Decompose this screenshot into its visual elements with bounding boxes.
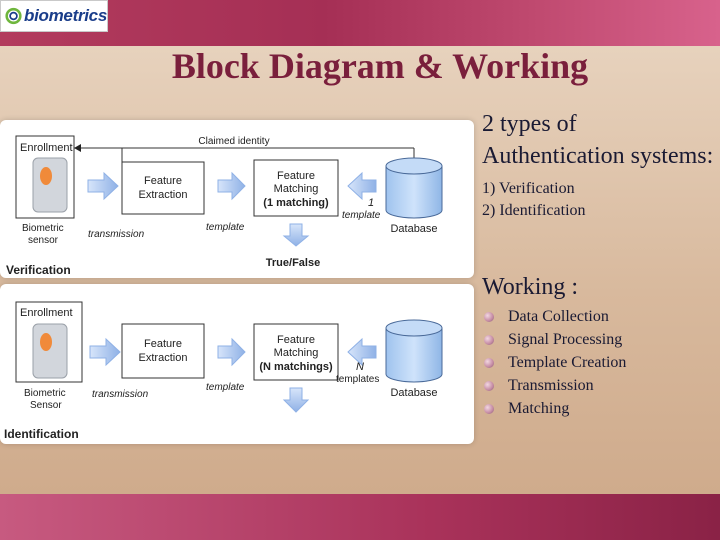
working-step: Transmission xyxy=(484,374,714,397)
slide-title: Block Diagram & Working xyxy=(171,46,589,86)
working-step-label: Data Collection xyxy=(508,307,609,325)
db-template-label: template xyxy=(342,210,381,221)
sensor-label-1: Biometric xyxy=(22,223,64,234)
feature-matching-label-1: Feature xyxy=(277,170,315,182)
logo-text: biometrics xyxy=(24,6,107,25)
database-top xyxy=(385,319,443,337)
feature-matching-box xyxy=(253,323,339,381)
working-step-label: Signal Processing xyxy=(508,330,623,348)
feature-extraction-box xyxy=(121,323,205,379)
arrow-to-extraction xyxy=(87,171,119,201)
swirl-icon xyxy=(5,7,22,25)
working-step-label: Template Creation xyxy=(508,353,627,371)
arrow-to-result xyxy=(282,223,310,247)
finger-icon xyxy=(40,167,52,185)
database-cylinder-icon xyxy=(385,328,443,383)
arrow-to-result xyxy=(282,387,310,413)
enrollment-label: Enrollment xyxy=(20,142,73,154)
template-label: template xyxy=(206,382,245,393)
feature-extraction-label-1: Feature xyxy=(144,338,182,350)
database-label: Database xyxy=(390,223,437,235)
sensor-label-2: Sensor xyxy=(30,400,62,411)
transmission-label: transmission xyxy=(88,229,145,240)
authentication-type-item: 2) Identification xyxy=(482,202,586,219)
db-template-label: templates xyxy=(336,374,379,385)
authentication-heading: 2 types of Authentication systems: xyxy=(482,111,714,169)
claimed-identity-label: Claimed identity xyxy=(198,136,269,147)
feature-matching-label-1: Feature xyxy=(277,334,315,346)
working-step: Template Creation xyxy=(484,351,714,374)
authentication-text: 2 types of Authentication systems: 1) Ve… xyxy=(482,108,720,222)
arrow-from-database xyxy=(347,171,377,201)
working-step: Matching xyxy=(484,397,714,420)
sensor-label-1: Biometric xyxy=(24,388,66,399)
arrow-to-extraction xyxy=(89,337,121,367)
feature-extraction-label-2: Extraction xyxy=(139,189,188,201)
database-label: Database xyxy=(390,387,437,399)
verification-diagram: Enrollment Biometric sensor transmission… xyxy=(6,135,443,277)
working-heading: Working : xyxy=(482,274,579,300)
bullet-icon xyxy=(484,403,494,414)
bottom-banner xyxy=(0,494,720,540)
authentication-types: 1) Verification 2) Identification xyxy=(482,178,720,222)
feature-matching-label-3: (1 matching) xyxy=(263,197,329,209)
fingerprint-sensor-icon xyxy=(32,323,68,379)
feature-matching-label-3: (N matchings) xyxy=(259,361,333,373)
db-count-label: 1 xyxy=(368,197,374,209)
arrow-to-matching xyxy=(217,171,246,201)
database-top xyxy=(385,157,443,175)
bullet-icon xyxy=(484,380,494,391)
template-label: template xyxy=(206,222,245,233)
authentication-type-item: 1) Verification xyxy=(482,180,575,197)
claimed-identity-arrowhead-icon xyxy=(74,144,81,152)
feature-extraction-label-1: Feature xyxy=(144,175,182,187)
feature-matching-label-2: Matching xyxy=(274,183,319,195)
enrollment-label: Enrollment xyxy=(20,307,73,319)
working-steps-list: Data Collection Signal Processing Templa… xyxy=(484,305,714,420)
biometrics-logo: biometrics xyxy=(0,0,108,32)
identification-diagram: Enrollment Biometric Sensor transmission… xyxy=(4,301,443,441)
sensor-label-2: sensor xyxy=(28,235,59,246)
result-label: True/False xyxy=(266,257,320,269)
identification-section-label: Identification xyxy=(4,427,79,441)
bullet-icon xyxy=(484,357,494,368)
feature-matching-box xyxy=(253,159,339,217)
bullet-icon xyxy=(484,334,494,345)
working-step: Data Collection xyxy=(484,305,714,328)
transmission-label: transmission xyxy=(92,389,149,400)
fingerprint-sensor-icon xyxy=(32,157,68,213)
finger-icon xyxy=(40,333,52,351)
arrow-from-database xyxy=(347,337,377,367)
verification-section-label: Verification xyxy=(6,263,71,277)
feature-matching-label-2: Matching xyxy=(274,347,319,359)
bullet-icon xyxy=(484,311,494,322)
arrow-to-matching xyxy=(217,337,246,367)
db-count-label: N xyxy=(356,361,364,373)
feature-extraction-box xyxy=(121,161,205,215)
feature-extraction-label-2: Extraction xyxy=(139,352,188,364)
top-banner xyxy=(0,0,720,46)
working-step-label: Matching xyxy=(508,399,570,417)
working-step-label: Transmission xyxy=(508,376,594,394)
verification-diagram-panel: Enrollment Biometric sensor transmission… xyxy=(0,120,474,278)
identification-diagram-panel: Enrollment Biometric Sensor transmission… xyxy=(0,284,474,444)
working-step: Signal Processing xyxy=(484,328,714,351)
database-cylinder-icon xyxy=(385,166,443,219)
